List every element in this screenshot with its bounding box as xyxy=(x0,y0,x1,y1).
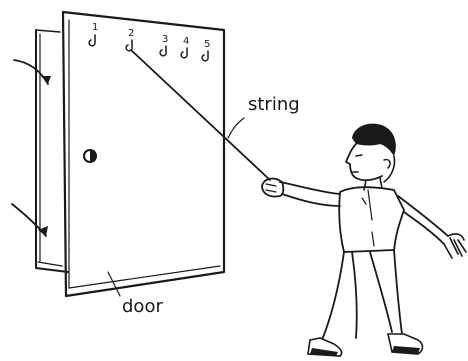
hook-2: 2 xyxy=(126,28,134,51)
hook-4: 4 xyxy=(181,36,189,58)
person xyxy=(262,124,466,356)
door xyxy=(63,12,224,296)
door-label: door xyxy=(122,296,163,317)
hook-3: 3 xyxy=(160,34,168,56)
svg-text:5: 5 xyxy=(204,39,210,50)
front-arm xyxy=(280,182,340,194)
svg-text:2: 2 xyxy=(128,28,134,39)
hook-5: 5 xyxy=(202,39,210,61)
back-arm xyxy=(398,196,448,236)
head xyxy=(346,144,382,180)
string xyxy=(131,50,270,180)
string-label-pointer xyxy=(228,118,244,138)
string-label: string xyxy=(248,94,300,115)
hook-1: 1 xyxy=(89,22,98,46)
hand xyxy=(262,179,283,197)
door-knob xyxy=(84,150,96,162)
door-label-pointer xyxy=(108,272,120,296)
hair xyxy=(352,124,396,156)
swing-arrow-top xyxy=(14,60,51,84)
swing-arrow-bottom xyxy=(12,204,48,236)
svg-text:3: 3 xyxy=(162,34,168,45)
svg-text:4: 4 xyxy=(183,36,189,47)
svg-text:1: 1 xyxy=(92,22,98,33)
